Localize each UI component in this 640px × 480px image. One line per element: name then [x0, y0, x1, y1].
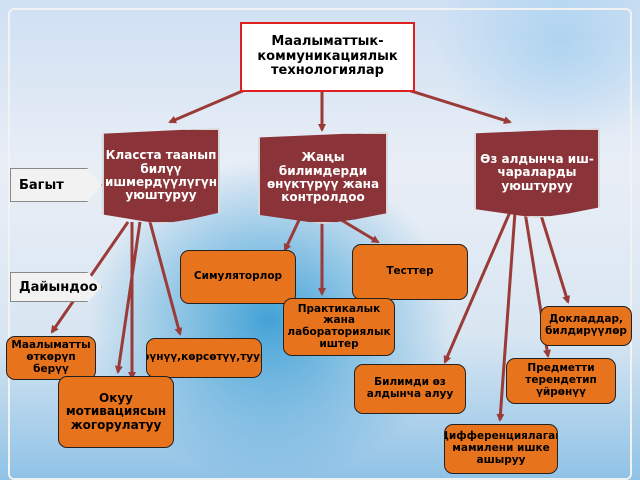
- node-info-label: Маалыматты өткөрүп берүү: [11, 339, 91, 375]
- node-simulators-label: Симуляторлор: [193, 270, 283, 283]
- node-subject-label: Предметти терендетип үйрөнүү: [525, 362, 597, 398]
- connector-dir2-tests: [337, 216, 380, 244]
- node-subject: Предметти терендетип үйрөнүү: [506, 358, 616, 404]
- node-independent-label: Билимди өз алдынча алуу: [366, 376, 454, 400]
- node-reports: Докладдар, билдирүүлөр: [540, 306, 632, 346]
- node-show-label: Көрүнүү,көрсөтүү,тууроо: [147, 351, 261, 364]
- connector-dir3-independent: [443, 211, 512, 364]
- direction-independent: Өз алдынча иш-чараларды уюштуруу: [474, 128, 600, 218]
- connector-dir2-simulators: [283, 217, 302, 252]
- node-practical-label: Практикалык жана лабораториялык иштер: [287, 302, 391, 350]
- node-motivation: Окуу мотивациясын жогорулатуу: [58, 376, 174, 448]
- node-simulators: Симуляторлор: [180, 250, 296, 304]
- direction-knowledge: Жаңы билимдерди өнүктүрүү жана контролдо…: [258, 132, 388, 224]
- direction-knowledge-label: Жаңы билимдерди өнүктүрүү жана контролдо…: [266, 150, 380, 205]
- direction-independent-label: Өз алдынча иш-чараларды уюштуруу: [480, 151, 594, 193]
- node-show: Көрүнүү,көрсөтүү,тууроо: [146, 338, 262, 378]
- tag-direction-label: Багыт: [19, 177, 64, 193]
- connector-dir3-differentiated: [496, 211, 517, 422]
- node-info: Маалыматты өткөрүп берүү: [6, 336, 96, 380]
- node-differentiated: Дифференциялаган мамилени ишке ашыруу: [444, 424, 558, 474]
- connector-dir1-motivation: [114, 221, 142, 374]
- node-tests: Тесттер: [352, 244, 468, 300]
- node-practical: Практикалык жана лабораториялык иштер: [283, 298, 395, 356]
- slide-frame: [8, 8, 632, 480]
- connector-dir1-show: [148, 221, 183, 336]
- node-differentiated-label: Дифференциялаган мамилени ишке ашыруу: [444, 430, 558, 466]
- tag-preparation: Дайындоо: [10, 272, 102, 302]
- node-independent: Билимди өз алдынча алуу: [354, 364, 466, 414]
- node-motivation-label: Окуу мотивациясын жогорулатуу: [65, 390, 167, 432]
- tag-direction: Багыт: [10, 168, 102, 202]
- node-tests-label: Тесттер: [386, 265, 434, 278]
- node-reports-label: Докладдар, билдирүүлөр: [545, 313, 627, 337]
- connector-dir3-reports: [538, 211, 571, 304]
- direction-cognitive-label: Класста таанып билүү ишмердүүлүгүн уюшту…: [104, 148, 218, 203]
- root-node: Маалыматтык-коммуникациялык технологияла…: [240, 22, 415, 92]
- direction-cognitive: Класста таанып билүү ишмердүүлүгүн уюшту…: [102, 128, 220, 224]
- root-label: Маалыматтык-коммуникациялык технологияла…: [257, 34, 398, 79]
- tag-preparation-label: Дайындоо: [19, 279, 98, 295]
